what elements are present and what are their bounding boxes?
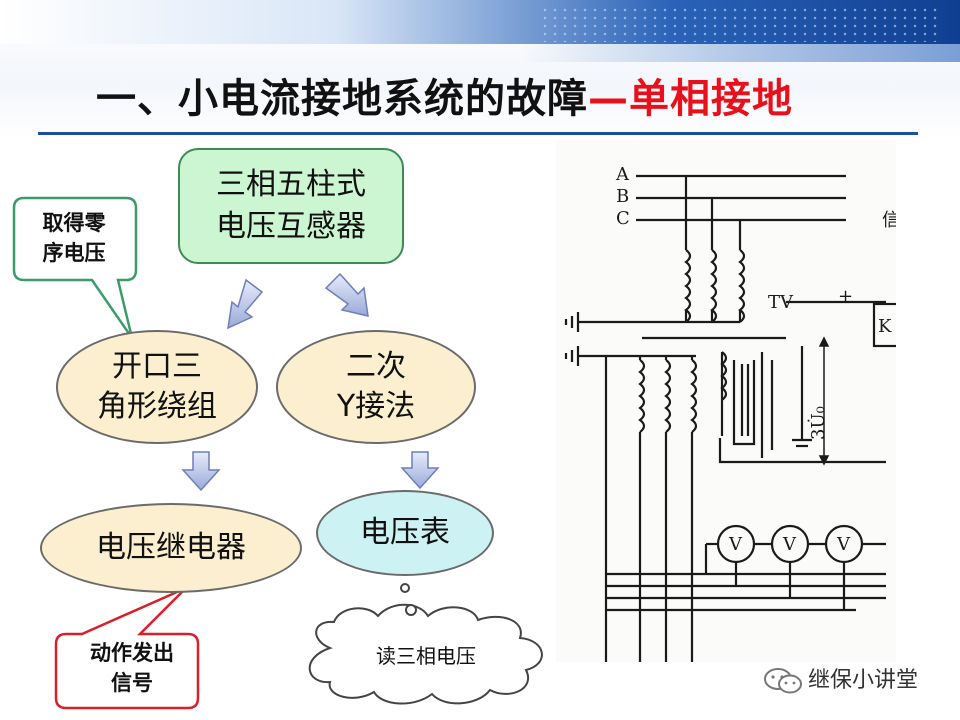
label-tv: TV (768, 292, 794, 313)
callout-action-signal-text: 动作发出 信号 (66, 638, 198, 698)
pt-line1: 三相五柱式 (216, 167, 366, 202)
title-underline (38, 132, 918, 135)
callout-zero-seq-line2: 序电压 (42, 241, 106, 265)
secondary-line2: Y接法 (336, 389, 416, 424)
callout-zero-sequence (12, 196, 138, 339)
thought-bubble-large (405, 604, 417, 616)
wechat-icon (764, 668, 802, 694)
pt-box: 三相五柱式 电压互感器 (178, 148, 404, 264)
voltage-relay-label: 电压继电器 (96, 530, 246, 565)
header-dot-pattern (540, 6, 940, 42)
secondary-y-ellipse: 二次 Y接法 (276, 330, 476, 444)
thought-bubble-medium (400, 583, 410, 593)
open-delta-winding (720, 351, 728, 436)
slide-title: 一、小电流接地系统的故障—单相接地 (96, 66, 793, 122)
label-phase-c: C (616, 208, 630, 229)
voltage-relay-ellipse: 电压继电器 (40, 503, 302, 593)
callout-zero-seq-line1: 取得零 (42, 211, 106, 235)
watermark-text: 继保小讲堂 (808, 668, 919, 693)
circuit-diagram: A B C TV + K 3U̇₀ V V V 信 (556, 140, 896, 662)
arrow-to-voltmeter (400, 451, 440, 490)
label-relay-k: K (878, 316, 892, 337)
callout-zero-sequence-text: 取得零 序电压 (24, 208, 124, 268)
label-voltmeter-3: V (836, 534, 851, 555)
open-delta-ellipse: 开口三 角形绕组 (56, 330, 258, 444)
secondary-line1: 二次 (345, 349, 406, 384)
arrow-down-right (324, 272, 369, 317)
thought-cloud (308, 603, 543, 705)
label-voltmeter-1: V (728, 534, 743, 555)
callout-signal-line2: 信号 (111, 671, 153, 695)
relay-k-box (872, 302, 896, 348)
header-banner (0, 0, 960, 140)
title-accent: —单相接地 (588, 76, 793, 122)
title-main: 一、小电流接地系统的故障 (96, 76, 588, 122)
label-zero-voltage: 3U̇₀ (807, 406, 829, 440)
header-gradient-band-lower (520, 44, 960, 62)
open-delta-line1: 开口三 (112, 349, 202, 384)
pt-line2: 电压互感器 (216, 209, 366, 244)
secondary-coil-b (664, 359, 672, 433)
label-phase-a: A (615, 164, 630, 185)
label-plus: + (838, 286, 853, 307)
secondary-coil-a (638, 359, 646, 433)
voltmeter-label: 电压表 (360, 515, 450, 550)
arrow-to-relay (181, 451, 221, 492)
callout-signal-line1: 动作发出 (90, 641, 174, 665)
arrow-down-left (227, 278, 264, 330)
callout-action-signal (54, 586, 200, 710)
label-edge-char: 信 (882, 210, 896, 231)
label-phase-b: B (616, 186, 629, 207)
secondary-coil-c (690, 359, 698, 433)
label-voltmeter-2: V (782, 534, 797, 555)
voltmeter-ellipse: 电压表 (316, 490, 494, 576)
thought-cloud-text: 读三相电压 (376, 644, 476, 668)
open-delta-line2: 角形绕组 (97, 389, 217, 424)
